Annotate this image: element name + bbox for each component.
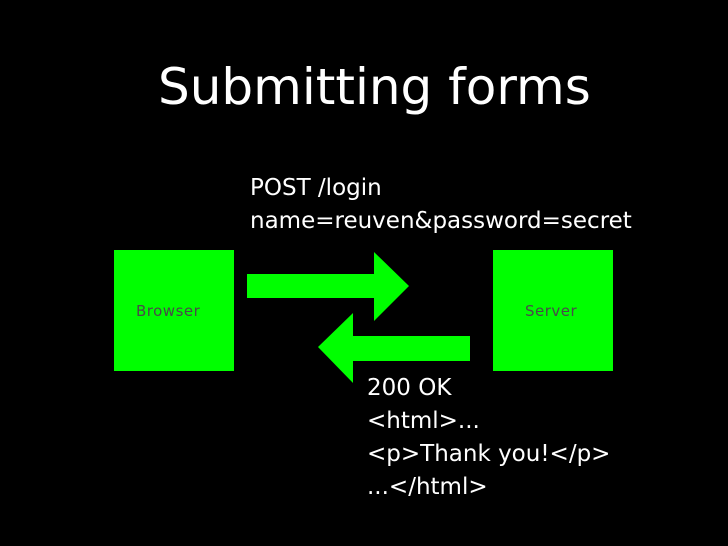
server-node: Server xyxy=(493,250,613,371)
request-text: POST /login name=reuven&password=secret xyxy=(250,172,632,238)
browser-label: Browser xyxy=(136,302,201,320)
response-line: <html>... xyxy=(367,408,480,434)
slide-title: Submitting forms xyxy=(158,58,591,116)
response-line: <p>Thank you!</p> xyxy=(367,441,611,467)
request-arrow xyxy=(247,252,409,321)
browser-node: Browser xyxy=(114,250,234,371)
response-status: 200 OK xyxy=(367,375,452,401)
response-line: ...</html> xyxy=(367,474,488,500)
response-arrow xyxy=(318,313,470,383)
request-line: POST /login xyxy=(250,175,382,201)
request-body: name=reuven&password=secret xyxy=(250,208,632,234)
response-text: 200 OK <html>... <p>Thank you!</p> ...</… xyxy=(367,372,610,504)
server-label: Server xyxy=(525,302,578,320)
